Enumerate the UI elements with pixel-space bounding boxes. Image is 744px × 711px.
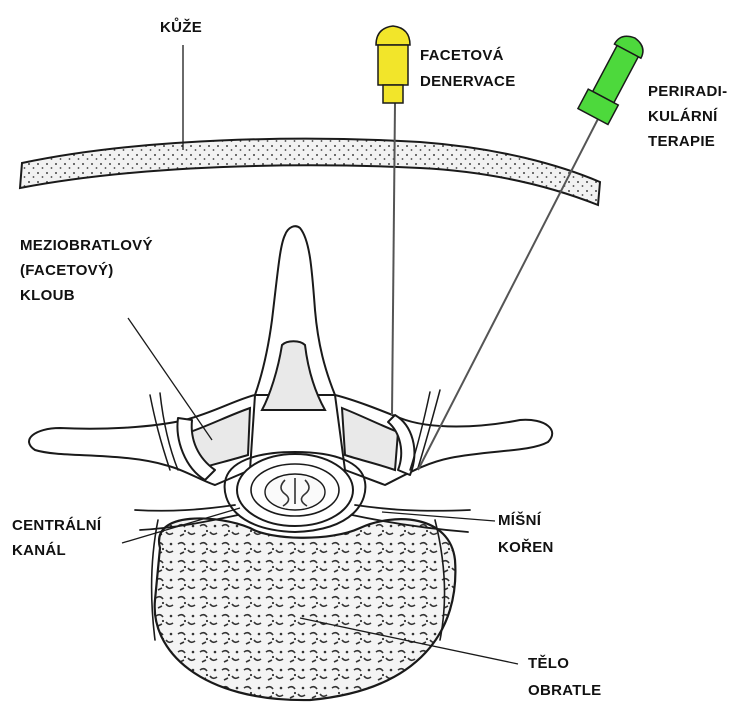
label-facet-joint-2: (FACETOVÝ) — [20, 261, 114, 279]
label-central-canal-1: CENTRÁLNÍ — [12, 517, 102, 534]
label-nerve-root-2: KOŘEN — [498, 538, 554, 556]
periradicular-needle — [418, 30, 650, 470]
label-skin: KŮŽE — [160, 17, 202, 36]
label-facet-joint-1: MEZIOBRATLOVÝ — [20, 236, 153, 254]
label-nerve-root-1: MÍŠNÍ — [498, 511, 542, 529]
label-vertebral-body-2: OBRATLE — [528, 682, 601, 699]
label-facet-joint-3: KLOUB — [20, 287, 75, 304]
spinal-canal — [237, 454, 353, 526]
vertebral-body — [155, 518, 456, 700]
label-periradicular-1: PERIRADI- — [648, 83, 727, 100]
label-vertebral-body-1: TĚLO — [528, 654, 569, 672]
skin-layer — [20, 139, 600, 205]
yellow-needle-hub — [378, 45, 408, 85]
label-central-canal-2: KANÁL — [12, 542, 66, 559]
label-facet-denervation-2: DENERVACE — [420, 73, 516, 90]
facet-denervation-needle — [376, 26, 410, 415]
label-periradicular-2: KULÁRNÍ — [648, 108, 718, 125]
label-periradicular-3: TERAPIE — [648, 133, 715, 150]
green-needle-hub — [593, 46, 639, 103]
label-facet-denervation-1: FACETOVÁ — [420, 47, 504, 64]
yellow-needle-cap — [376, 26, 410, 45]
